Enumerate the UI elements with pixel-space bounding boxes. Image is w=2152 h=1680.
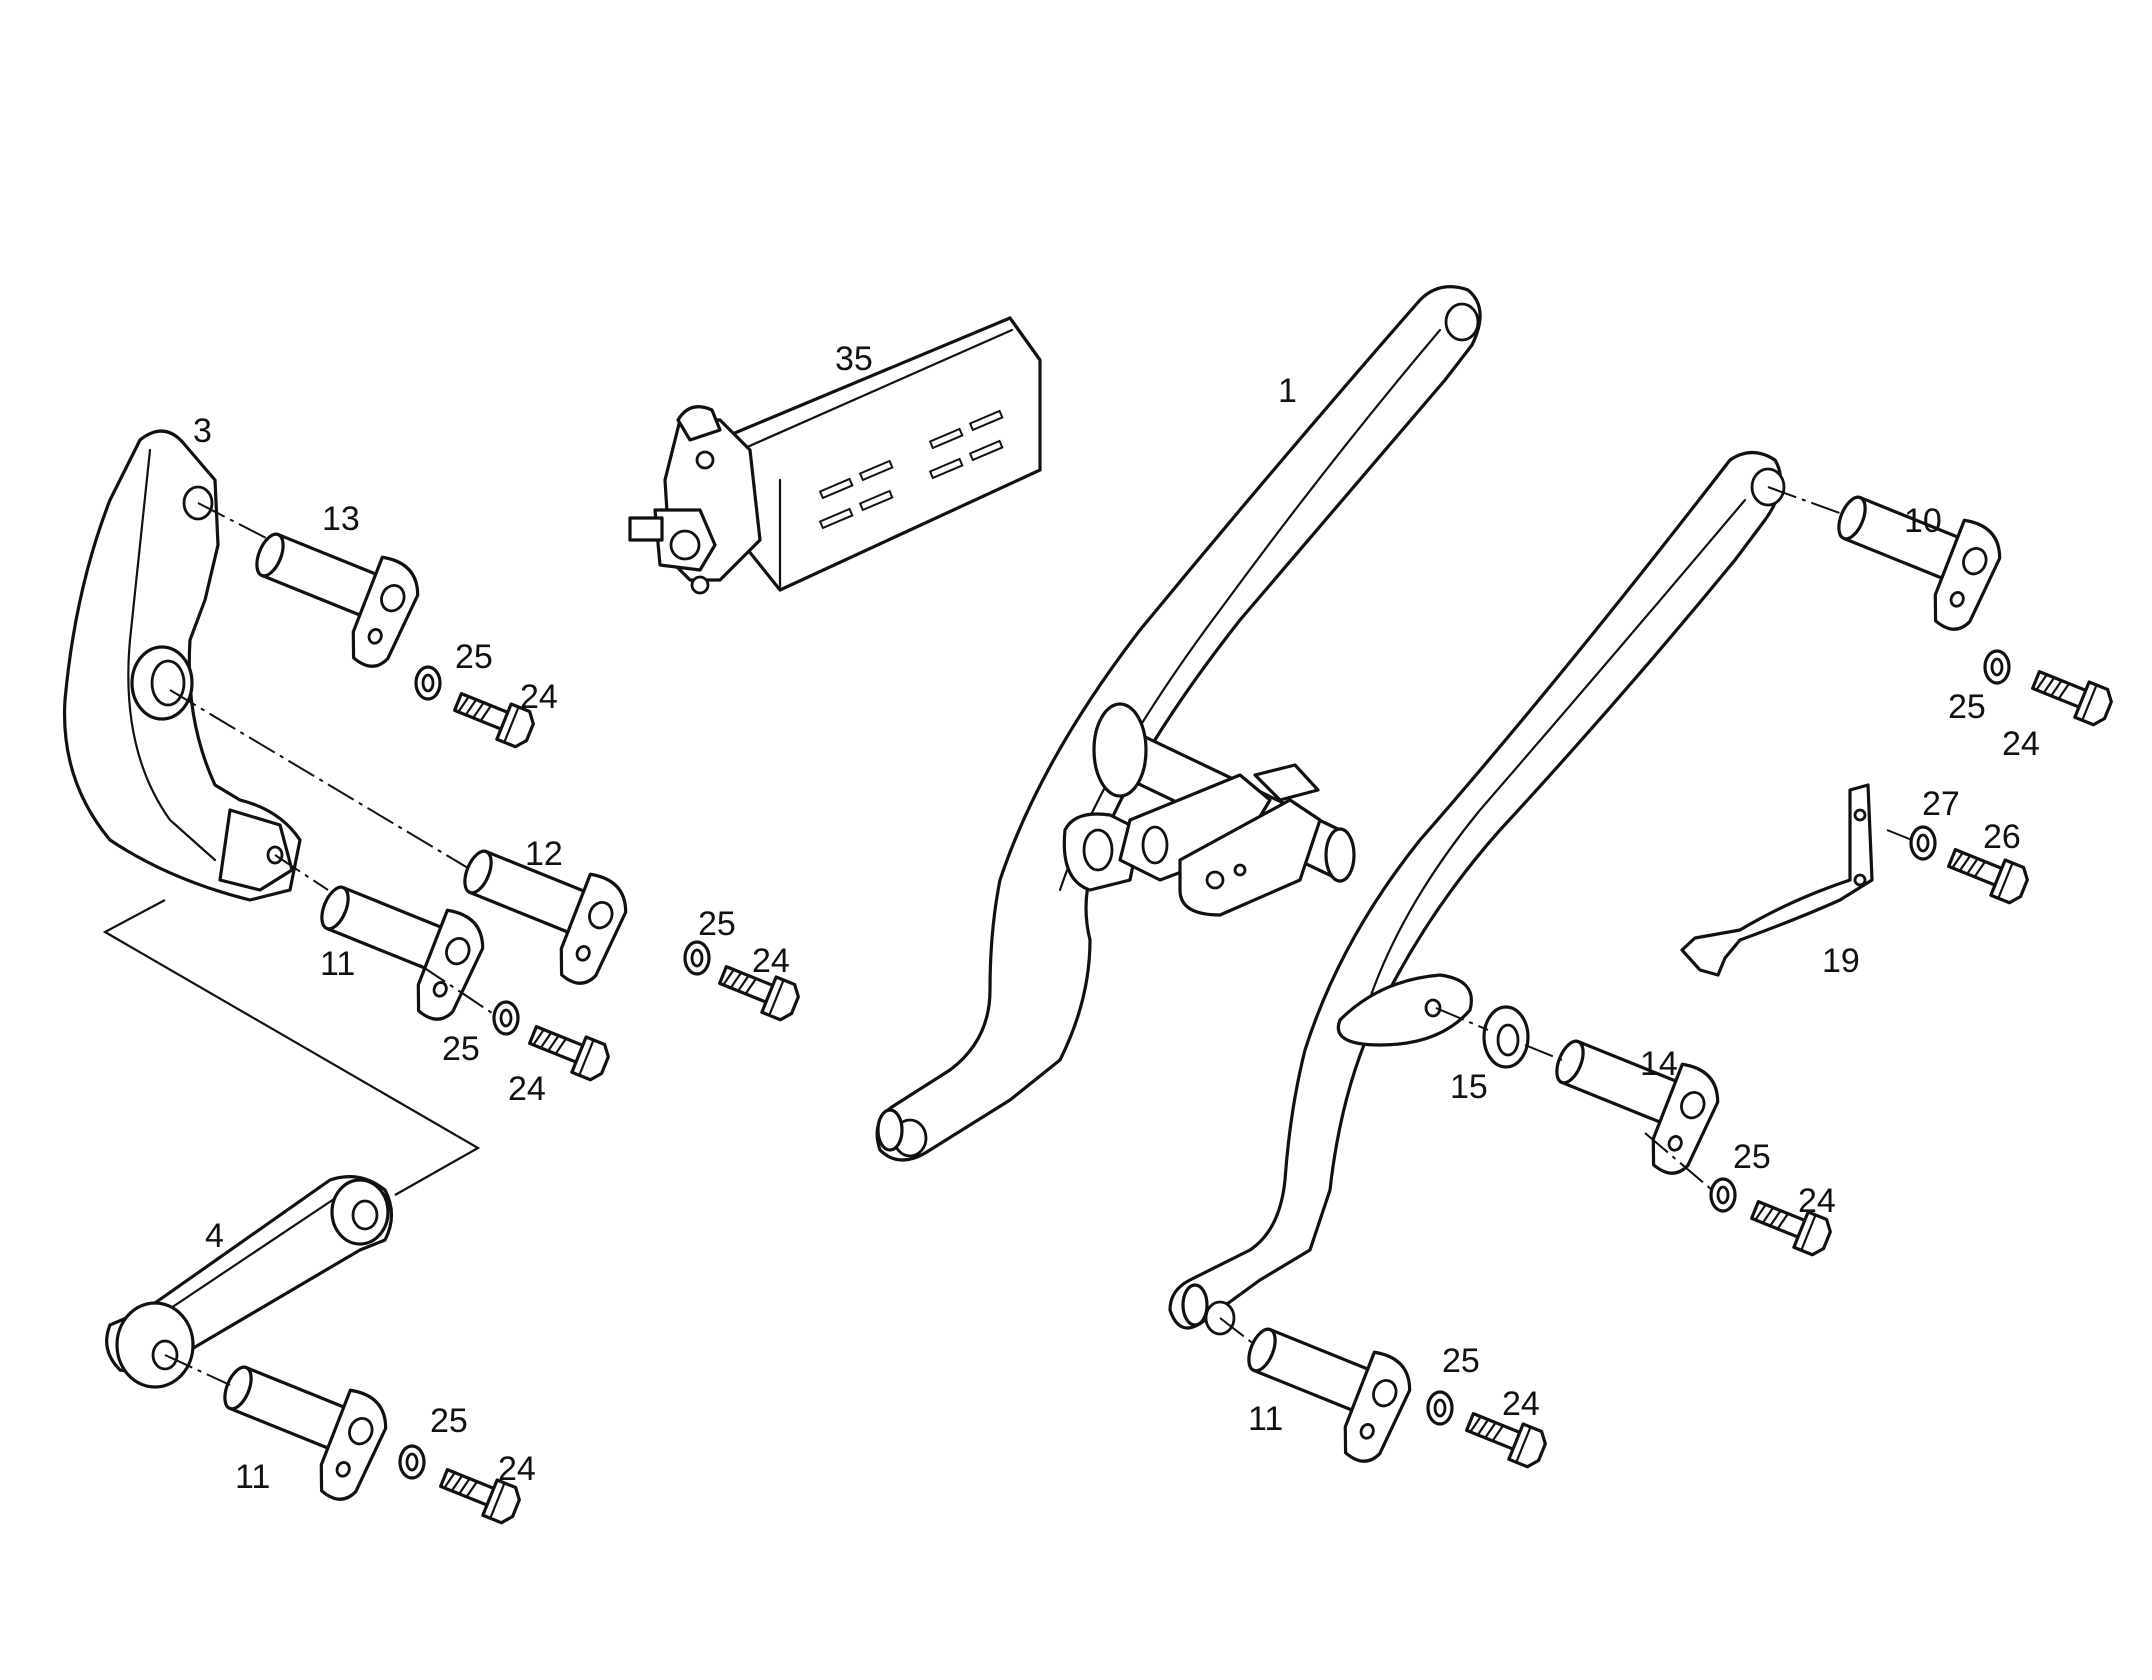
part-10-pin	[1815, 473, 2011, 638]
part-19-bracket	[1680, 783, 1874, 977]
label-25-g: 25	[1442, 1342, 1480, 1380]
label-11-lower-left: 11	[235, 1458, 270, 1496]
label-13: 13	[322, 500, 360, 538]
label-24-d: 24	[508, 1070, 546, 1108]
label-1: 1	[1278, 372, 1297, 410]
label-26: 26	[1983, 818, 2021, 856]
label-24-c: 24	[752, 942, 790, 980]
label-24-a: 24	[520, 678, 558, 716]
label-27: 27	[1922, 785, 1960, 823]
label-24-g: 24	[1502, 1385, 1540, 1423]
part-15-thrust-washer	[1482, 1005, 1530, 1069]
label-25-c: 25	[698, 905, 736, 943]
part-11-pin-lower-right	[1225, 1305, 1421, 1470]
label-25-e: 25	[1733, 1138, 1771, 1176]
label-24-f: 24	[498, 1450, 536, 1488]
label-11-lower-right: 11	[1248, 1400, 1283, 1438]
part-1-loader-frame	[875, 285, 1786, 1336]
part-35-tube-assembly	[628, 316, 1042, 595]
label-10: 10	[1904, 502, 1942, 540]
label-12: 12	[525, 835, 563, 873]
label-3: 3	[193, 412, 212, 450]
label-25-a: 25	[455, 638, 493, 676]
label-24-b: 24	[2002, 725, 2040, 763]
callouts: 1 3 4 10 11 11 11 12 13 14 15 19 24 24 2…	[193, 340, 2040, 1496]
part-14-pin	[1533, 1017, 1729, 1182]
label-25-f: 25	[430, 1402, 468, 1440]
part-11-pin-lower-left	[201, 1343, 397, 1508]
part-4-link	[105, 1175, 394, 1389]
part-3-bracket	[62, 429, 302, 902]
label-15: 15	[1450, 1068, 1488, 1106]
label-25-d: 25	[442, 1030, 480, 1068]
reference-bracket	[102, 899, 481, 1196]
label-25-b: 25	[1948, 688, 1986, 726]
label-35: 35	[835, 340, 873, 378]
label-24-e: 24	[1798, 1182, 1836, 1220]
assembly-axes	[164, 486, 1913, 1386]
label-11-left: 11	[320, 945, 355, 983]
label-19: 19	[1822, 942, 1860, 980]
label-4: 4	[205, 1217, 224, 1255]
label-14: 14	[1640, 1045, 1678, 1083]
